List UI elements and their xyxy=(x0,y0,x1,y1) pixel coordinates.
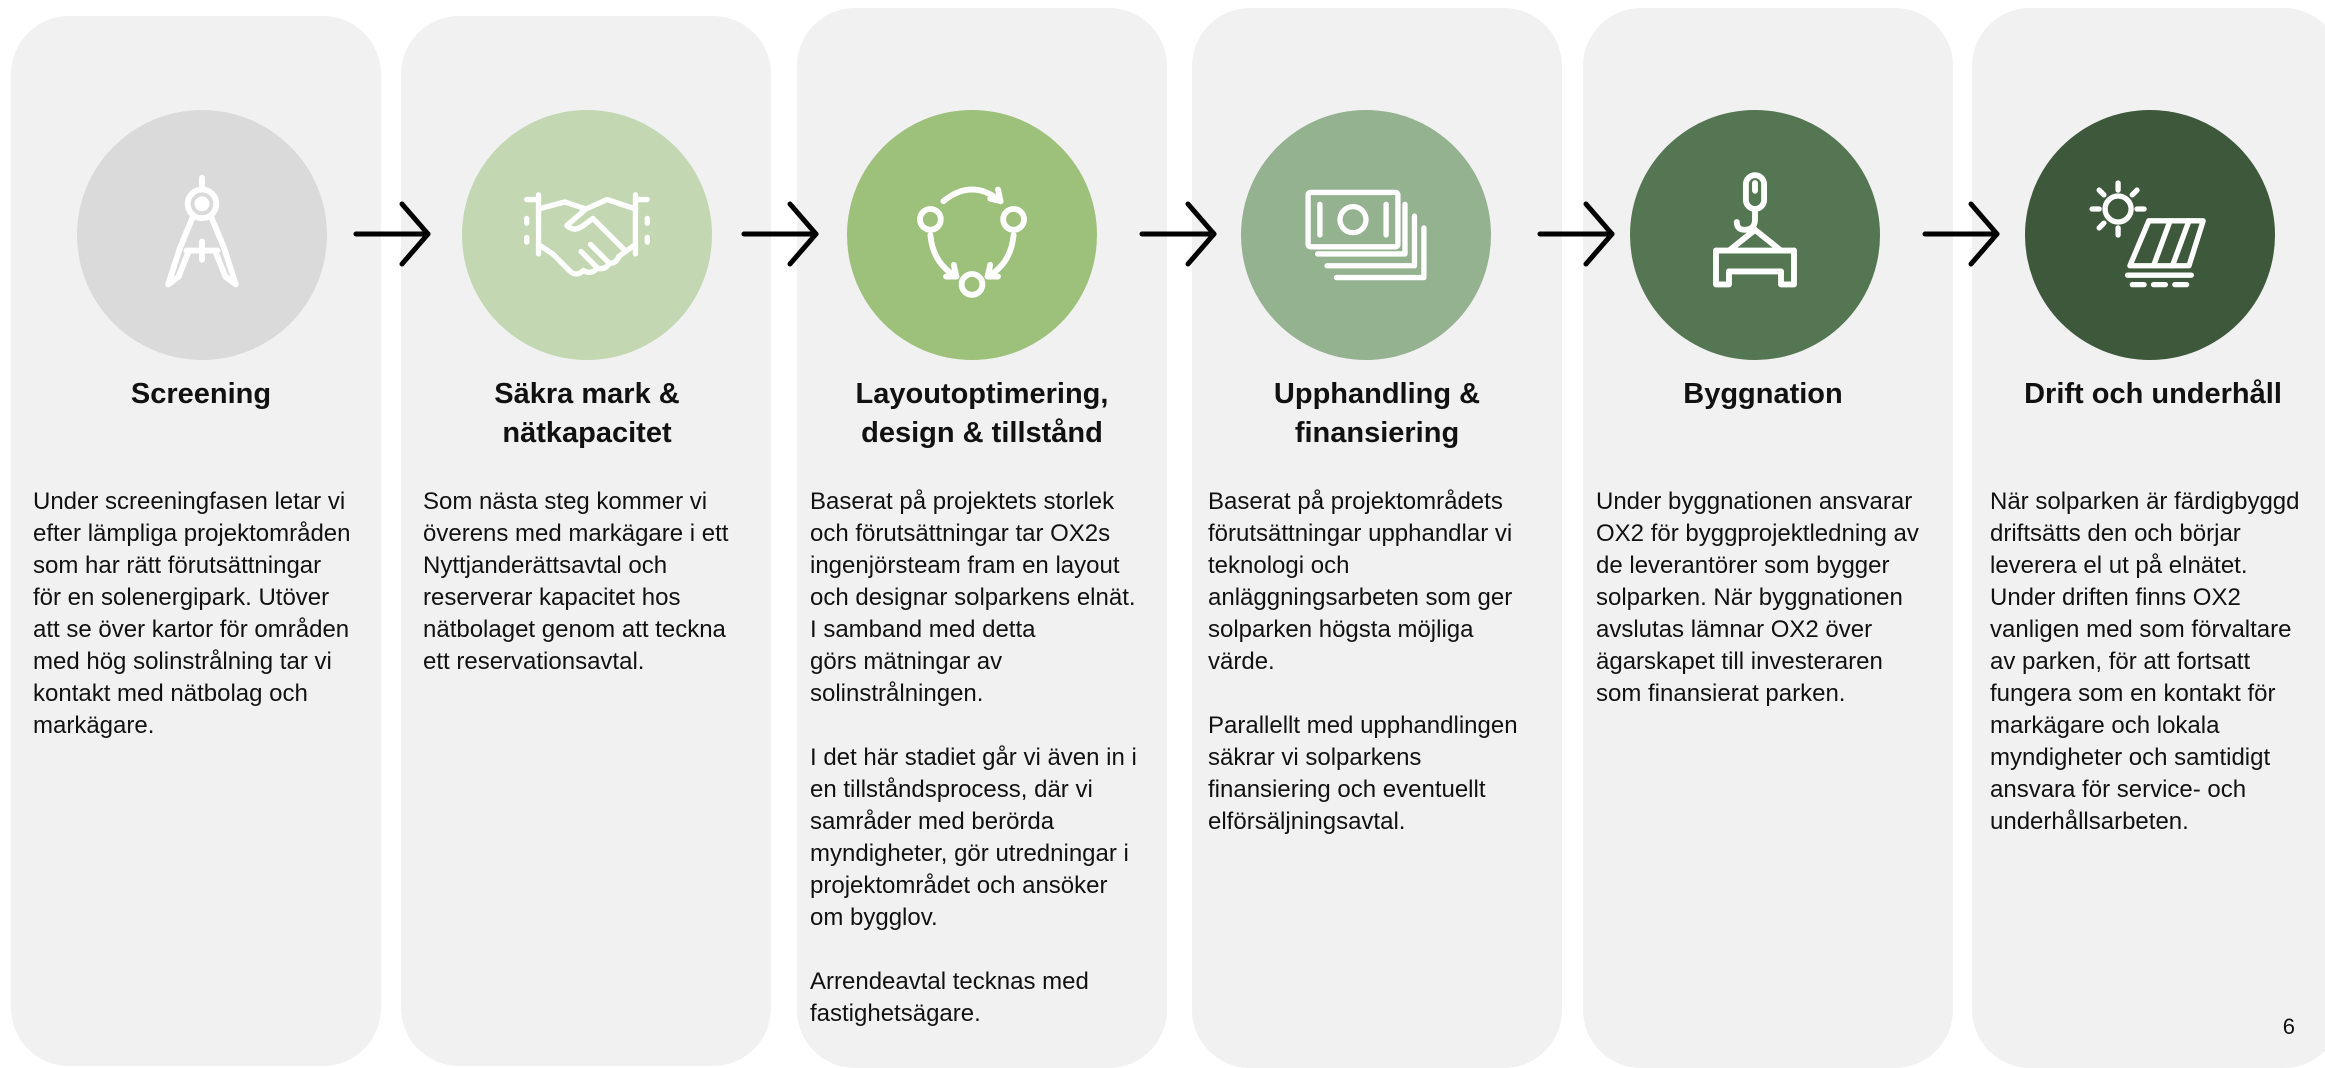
arrow-right-icon xyxy=(1537,201,1615,267)
step-circle-operation xyxy=(2025,110,2275,360)
step-description-procurement: Baserat på projektområdets förutsättning… xyxy=(1208,488,1518,835)
arrow-right-icon xyxy=(1922,201,2000,267)
cycle-icon xyxy=(917,186,1027,298)
step-title-construction: Byggnation xyxy=(1683,378,1843,410)
step-circle-procurement xyxy=(1241,110,1491,360)
step-description-layout: Baserat på projektets storlek och föruts… xyxy=(810,488,1137,1027)
handshake-icon xyxy=(524,192,650,277)
step-circle-land-grid xyxy=(462,110,712,360)
step-circle-layout xyxy=(847,110,1097,360)
crane-hook-icon xyxy=(1713,172,1797,288)
step-title-operation: Drift och underhåll xyxy=(2024,378,2282,410)
arrow-right-icon xyxy=(353,201,431,267)
step-title-procurement: Upphandling & finansiering xyxy=(1273,378,1481,449)
page-number: 6 xyxy=(2282,1014,2295,1039)
step-title-screening: Screening xyxy=(130,378,272,410)
arrow-right-icon xyxy=(1139,201,1217,267)
step-circle-screening xyxy=(77,110,327,360)
step-title-layout: Layoutoptimering, design & tillstånd xyxy=(855,378,1109,449)
step-description-screening: Under screeningfasen letar vi efter lämp… xyxy=(33,488,351,739)
arrow-right-icon xyxy=(741,201,819,267)
step-description-operation: När solparken är färdigbyggd driftsätts … xyxy=(1990,488,2300,835)
step-description-land-grid: Som nästa steg kommer vi överens med mar… xyxy=(423,488,729,675)
compass-icon xyxy=(165,174,239,288)
solar-panel-icon xyxy=(2089,180,2206,288)
step-description-construction: Under byggnationen ansvarar OX2 för bygg… xyxy=(1596,488,1919,707)
money-icon xyxy=(1305,189,1427,281)
step-circle-construction xyxy=(1630,110,1880,360)
step-title-land-grid: Säkra mark & nätkapacitet xyxy=(494,378,680,449)
